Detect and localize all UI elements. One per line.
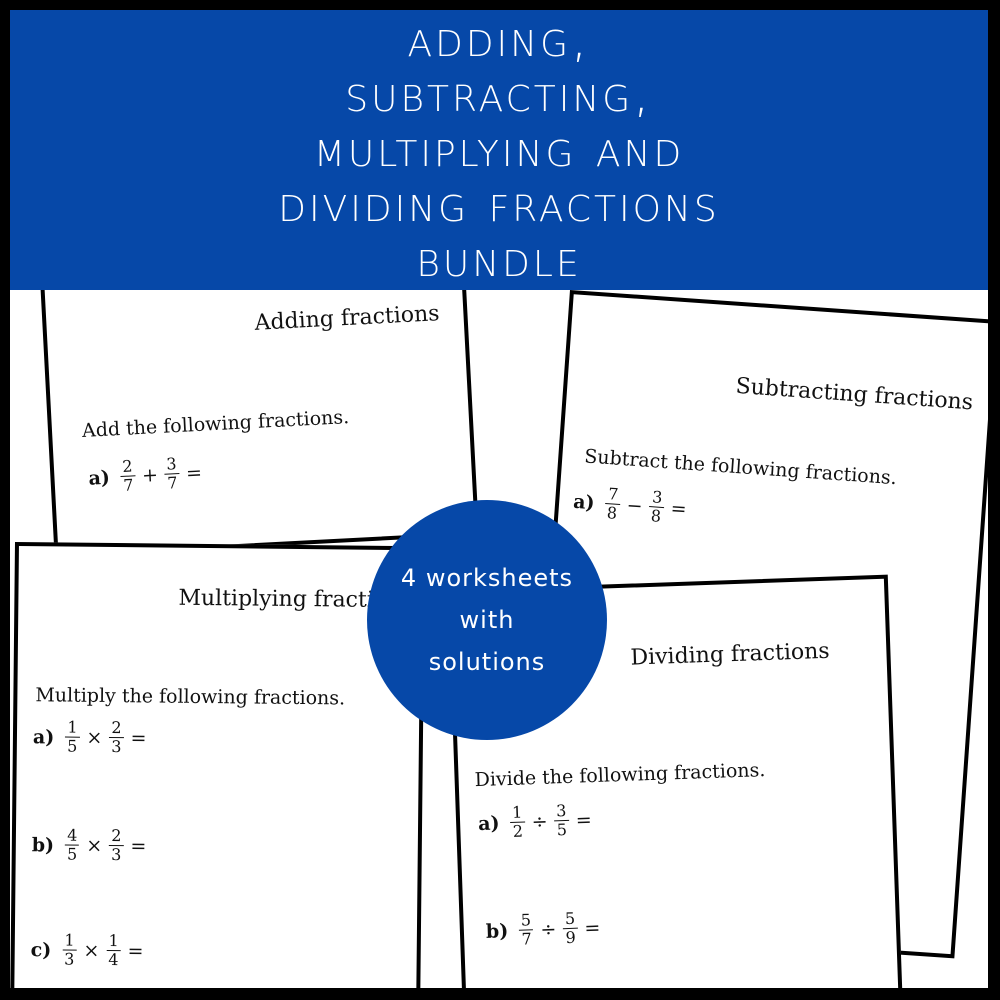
numerator: 1	[67, 717, 78, 737]
operator: ÷	[531, 810, 548, 833]
problem-label: c)	[30, 938, 52, 961]
operator: ×	[86, 834, 103, 857]
solutions-badge: 4 worksheets with solutions	[367, 500, 607, 740]
worksheet-title: Adding fractions	[254, 301, 441, 336]
worksheet-adding: Adding fractions Add the following fract…	[40, 255, 480, 558]
title-line: multiplying and	[313, 119, 685, 179]
problem-label: a)	[87, 466, 111, 490]
numerator: 1	[64, 930, 75, 950]
equals-sign: =	[185, 461, 203, 485]
denominator: 4	[106, 949, 121, 970]
numerator: 3	[555, 801, 567, 821]
operator: −	[625, 494, 644, 518]
operator: ÷	[539, 917, 557, 941]
operator: ×	[83, 939, 100, 962]
worksheet-title: Dividing fractions	[630, 638, 830, 671]
badge-line: with	[459, 606, 515, 634]
equals-sign: =	[130, 834, 147, 857]
worksheet-instruction: Subtract the following fractions.	[583, 445, 898, 490]
numerator: 1	[108, 931, 119, 951]
cover-frame: Subtracting fractions Subtract the follo…	[10, 10, 988, 988]
denominator: 5	[554, 819, 570, 840]
title-line: subtracting,	[345, 64, 653, 124]
denominator: 3	[62, 949, 77, 969]
numerator: 2	[111, 826, 122, 846]
worksheet-instruction: Multiply the following fractions.	[35, 684, 346, 710]
worksheet-multiplying: Multiplying fractions Multiply the follo…	[10, 542, 425, 988]
worksheet-instruction: Divide the following fractions.	[474, 759, 766, 792]
problem-label: a)	[477, 811, 500, 835]
equals-sign: =	[575, 808, 593, 832]
worksheet-instruction: Add the following fractions.	[81, 406, 350, 442]
operator: ×	[86, 726, 103, 749]
denominator: 2	[510, 821, 526, 841]
badge-line: solutions	[428, 648, 546, 676]
numerator: 1	[511, 802, 523, 822]
equals-sign: =	[127, 939, 144, 962]
numerator: 5	[564, 908, 576, 929]
equals-sign: =	[669, 497, 688, 521]
operator: +	[141, 463, 159, 487]
badge-line: 4 worksheets	[400, 564, 574, 592]
title-line: dividing fractions	[278, 174, 720, 234]
title-banner: Adding, subtracting, multiplying and div…	[10, 10, 988, 290]
worksheet-title: Subtracting fractions	[734, 373, 974, 416]
equals-sign: =	[584, 916, 601, 939]
title-line: Bundle	[416, 229, 582, 289]
denominator: 3	[109, 736, 124, 757]
numerator: 4	[67, 825, 78, 845]
numerator: 2	[121, 456, 133, 476]
numerator: 5	[520, 910, 532, 930]
numerator: 7	[607, 484, 620, 504]
denominator: 5	[64, 844, 80, 864]
problem-label: b)	[485, 919, 509, 943]
denominator: 9	[563, 927, 579, 948]
title-line: Adding,	[407, 10, 591, 69]
denominator: 8	[648, 506, 664, 527]
denominator: 8	[604, 502, 620, 523]
denominator: 3	[109, 845, 124, 865]
numerator: 3	[651, 487, 664, 507]
equals-sign: =	[130, 726, 147, 749]
denominator: 7	[519, 929, 535, 949]
denominator: 7	[120, 475, 136, 496]
problem-label: b)	[31, 833, 55, 856]
problem-label: a)	[572, 490, 596, 514]
problem-label: a)	[32, 725, 55, 748]
denominator: 5	[65, 736, 80, 756]
numerator: 3	[165, 454, 178, 474]
numerator: 2	[111, 718, 122, 738]
denominator: 7	[164, 472, 180, 493]
